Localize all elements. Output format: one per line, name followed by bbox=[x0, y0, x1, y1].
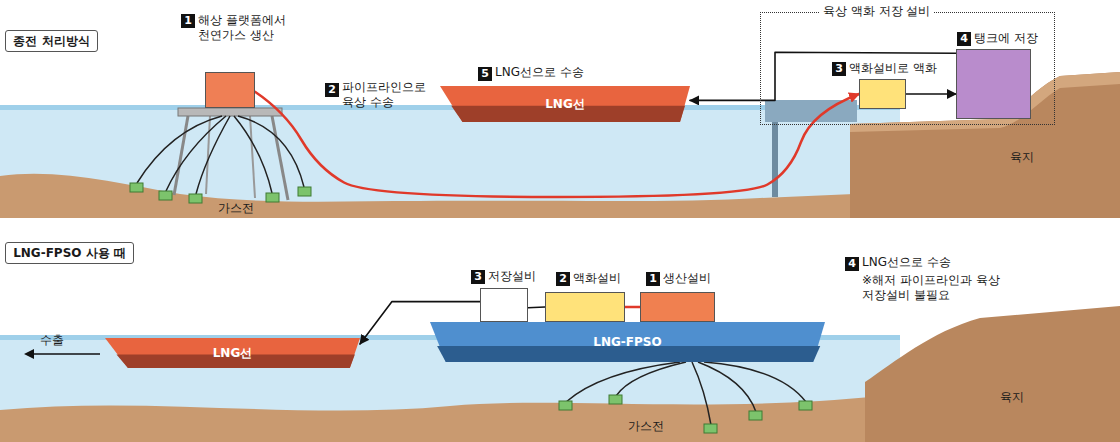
gas-well bbox=[189, 194, 202, 203]
callout-number: 1 bbox=[646, 272, 660, 286]
gas-field-label: 가스전 bbox=[628, 419, 664, 434]
gas-well bbox=[704, 424, 717, 433]
gas-well bbox=[266, 193, 279, 202]
method-label: 종전 처리방식 bbox=[13, 33, 89, 50]
callout-text: 액화설비 bbox=[573, 271, 621, 286]
gas-wells bbox=[559, 395, 812, 433]
lng-carrier: LNG선 bbox=[440, 86, 690, 122]
platform-leg bbox=[174, 116, 188, 195]
callout-number: 1 bbox=[181, 14, 195, 28]
storage-tank: 4탱크에 저장 bbox=[956, 49, 1031, 119]
callout-heading: 1해상 플랫폼에서 천연가스 생산 bbox=[181, 13, 308, 43]
callout-heading: 1생산설비 bbox=[646, 271, 711, 286]
platform-leg bbox=[250, 116, 255, 198]
export-label: 수출 bbox=[40, 333, 64, 348]
ship-name: LNG-FPSO bbox=[593, 335, 661, 349]
callout-number: 2 bbox=[556, 272, 570, 286]
hull-upper bbox=[430, 322, 825, 362]
gas-pipe bbox=[238, 116, 304, 187]
sea bbox=[0, 335, 900, 442]
gas-pipe bbox=[704, 362, 806, 402]
flow-line bbox=[528, 306, 545, 308]
gas-pipe bbox=[234, 116, 272, 193]
land-label: 육지 bbox=[1000, 390, 1024, 405]
callout-heading: 2액화설비 bbox=[556, 271, 621, 286]
callout-text: LNG선으로 수송 bbox=[862, 255, 951, 270]
callout-text: 생산설비 bbox=[663, 271, 711, 286]
callout-text: 파이프라인으로 육상 수송 bbox=[342, 80, 437, 110]
callout-heading: 4탱크에 저장 bbox=[957, 31, 1038, 46]
gas-pipe bbox=[692, 362, 711, 425]
callout-number: 5 bbox=[478, 67, 492, 81]
hull-upper bbox=[105, 338, 360, 368]
callout-heading: 3저장설비 bbox=[471, 269, 536, 284]
onshore-facility-region: 육상 액화 저장 설비3액화설비로 액화4탱크에 저장 bbox=[760, 12, 1055, 125]
pier bbox=[765, 100, 857, 122]
method-tag: 종전 처리방식 bbox=[5, 30, 98, 52]
liquefaction-unit: 3액화설비로 액화 bbox=[859, 79, 906, 109]
gas-well bbox=[159, 191, 172, 200]
callout-number: 4 bbox=[957, 32, 971, 46]
callout-heading: 3액화설비로 액화 bbox=[832, 61, 937, 76]
gas-pipes bbox=[566, 362, 806, 425]
method-tag: LNG-FPSO 사용 때 bbox=[5, 242, 134, 264]
callout-text: 저장설비 bbox=[488, 269, 536, 284]
gas-pipe bbox=[166, 116, 226, 191]
gas-wells bbox=[130, 183, 311, 203]
fpso-hull: LNG-FPSO bbox=[430, 322, 825, 362]
land bbox=[865, 306, 1120, 442]
platform-leg bbox=[272, 116, 288, 200]
callout-number: 4 bbox=[845, 257, 859, 271]
region-heading: 육상 액화 저장 설비 bbox=[819, 4, 934, 19]
method-label: LNG-FPSO 사용 때 bbox=[13, 245, 126, 262]
gas-well bbox=[799, 401, 812, 410]
ship-name: LNG선 bbox=[545, 96, 585, 113]
gas-pipe bbox=[698, 362, 756, 412]
lng-carrier: LNG선 bbox=[105, 338, 360, 368]
callout-number: 2 bbox=[325, 83, 339, 97]
gas-pipe bbox=[616, 362, 686, 396]
storage-unit: 3저장설비 bbox=[480, 288, 528, 322]
gas-well bbox=[609, 395, 622, 404]
flow-line bbox=[690, 52, 956, 100]
land-label: 육지 bbox=[1010, 150, 1034, 165]
callout-text: 액화설비로 액화 bbox=[849, 61, 937, 76]
gas-pipes bbox=[137, 116, 304, 194]
gas-pipe bbox=[137, 116, 222, 183]
gas-pipe bbox=[196, 116, 230, 194]
production-unit: 1생산설비 bbox=[640, 292, 715, 322]
gas-field-label: 가스전 bbox=[218, 201, 254, 216]
gas-pipeline bbox=[625, 306, 640, 309]
pier-pile bbox=[772, 122, 778, 197]
platform-deck bbox=[178, 108, 282, 116]
gas-well bbox=[298, 187, 311, 196]
callout-number: 3 bbox=[832, 62, 846, 76]
seabed bbox=[0, 396, 900, 442]
platform-module: 1해상 플랫폼에서 천연가스 생산 bbox=[205, 72, 255, 108]
note-text: ※해저 파이프라인과 육상 저장설비 불필요 bbox=[862, 273, 1002, 303]
flow-line bbox=[906, 93, 956, 95]
gas-well bbox=[749, 411, 762, 420]
callout-text: 해상 플랫폼에서 천연가스 생산 bbox=[198, 13, 308, 43]
gas-well bbox=[559, 401, 572, 410]
callout-number: 3 bbox=[471, 270, 485, 284]
ship-name: LNG선 bbox=[213, 345, 253, 362]
export-arrowhead bbox=[24, 349, 34, 359]
export-arrow bbox=[32, 353, 100, 355]
liquefaction-unit: 2액화설비 bbox=[545, 292, 625, 322]
callout-text: LNG선으로 수송 bbox=[495, 65, 584, 80]
hull-upper bbox=[440, 86, 690, 122]
callout-text: 탱크에 저장 bbox=[974, 31, 1038, 46]
gas-well bbox=[130, 183, 143, 192]
